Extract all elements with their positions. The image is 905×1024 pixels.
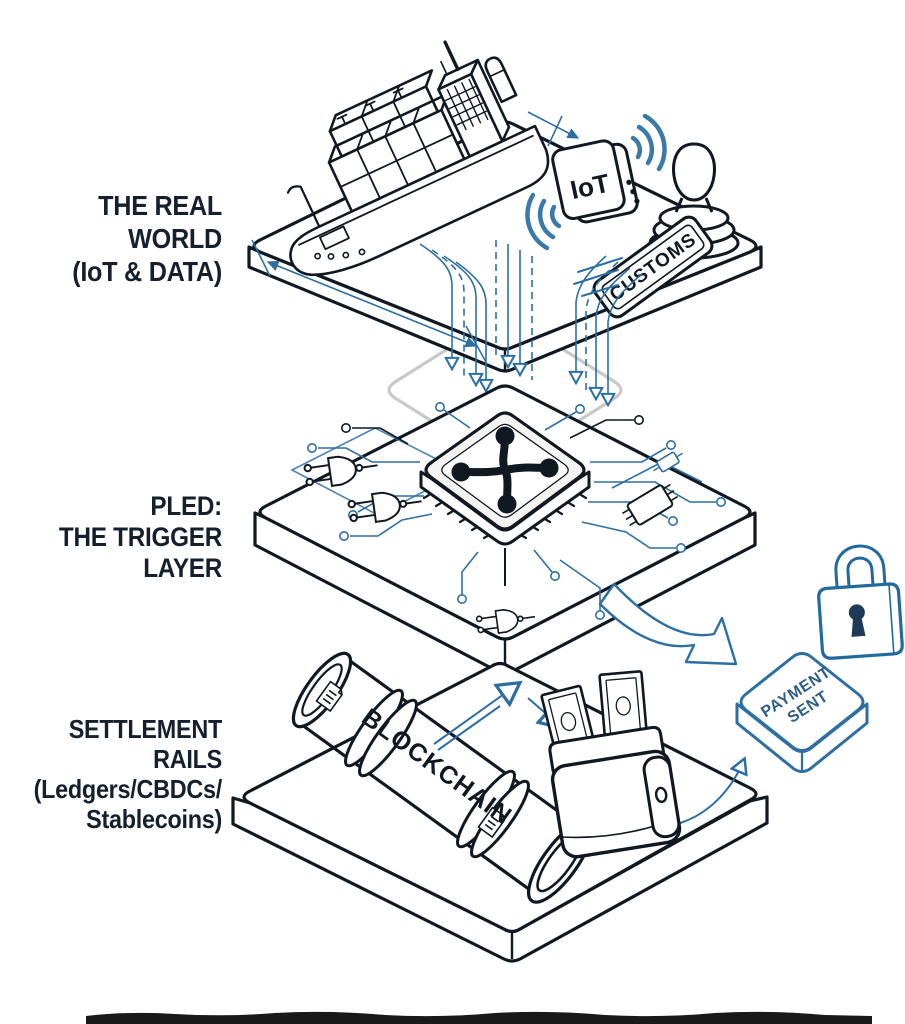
curved-arrow-icon bbox=[598, 582, 738, 666]
label-line: Stablecoins) bbox=[86, 804, 222, 834]
ic-chip-small-icon bbox=[621, 483, 679, 527]
chip-icon bbox=[419, 411, 591, 546]
iot-device-icon: IoT bbox=[551, 139, 640, 224]
data-flow-arrows-icon bbox=[419, 240, 643, 404]
dimension-arrows-icon bbox=[251, 111, 580, 363]
stamp-speed-lines bbox=[573, 257, 623, 297]
padlock-icon bbox=[817, 544, 904, 660]
payment-sent-badge: PAYMENT SENT bbox=[735, 652, 869, 773]
label-real-world-layer: THE REAL WORLD (IoT & DATA) bbox=[22, 189, 222, 288]
label-settlement-layer: SETTLEMENT RAILS (Ledgers/CBDCs/ Stablec… bbox=[22, 714, 223, 834]
bottom-bar bbox=[86, 1011, 872, 1024]
ship-icon bbox=[286, 40, 550, 277]
wallet-clasp bbox=[642, 755, 681, 839]
label-line: (Ledgers/CBDCs/ bbox=[33, 774, 223, 804]
label-trigger-layer: PLED: THE TRIGGER LAYER bbox=[22, 491, 222, 584]
keyhole bbox=[848, 604, 866, 637]
label-line: SETTLEMENT RAILS bbox=[68, 714, 223, 774]
label-line: THE REAL WORLD bbox=[98, 190, 222, 254]
document-icon bbox=[477, 806, 505, 839]
label-line: THE TRIGGER LAYER bbox=[58, 522, 222, 583]
wallet-icon bbox=[540, 670, 682, 859]
document-icon bbox=[315, 680, 343, 713]
banknotes-icon bbox=[540, 670, 649, 759]
resistor-small-icon bbox=[653, 451, 683, 473]
circuit-traces-dark bbox=[340, 414, 644, 586]
wifi-waves-icon bbox=[525, 113, 667, 251]
label-line: (IoT & DATA) bbox=[72, 256, 222, 287]
label-line: PLED: bbox=[150, 491, 222, 521]
